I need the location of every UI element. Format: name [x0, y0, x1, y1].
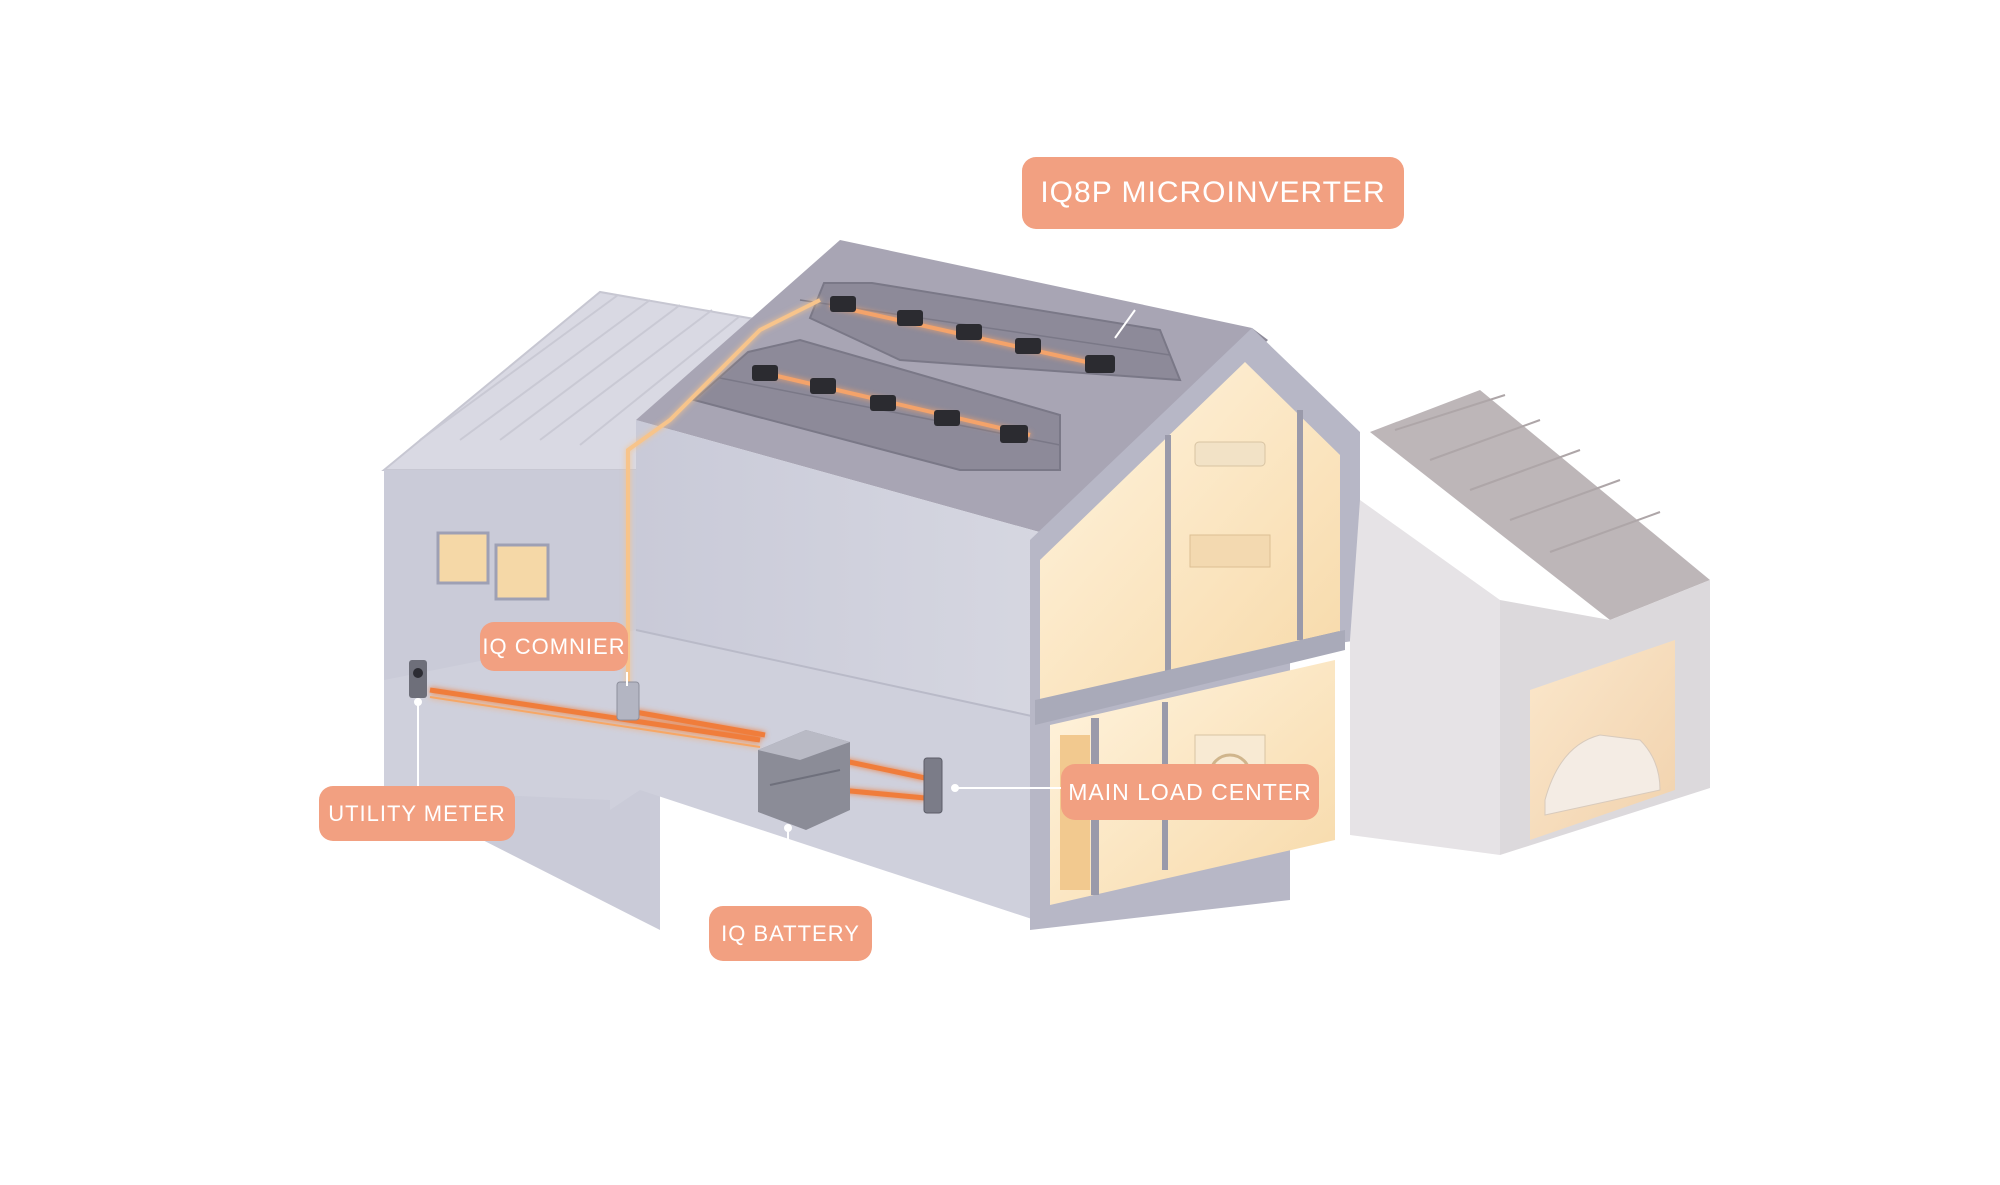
- utility-meter-device: [409, 660, 427, 698]
- microinverter-unit: [1000, 425, 1028, 443]
- comnier-device: [616, 681, 640, 721]
- microinverter-unit: [752, 365, 778, 381]
- microinverter-unit: [934, 410, 960, 426]
- main-wall-upper: [636, 420, 1050, 720]
- left-roof-seams: [419, 294, 741, 446]
- microinverter-unit: [956, 324, 982, 340]
- microinverter-unit: [1015, 338, 1041, 354]
- garage-roof: [1370, 390, 1710, 620]
- main-wall-lower: [384, 630, 1050, 925]
- garage: [1350, 390, 1710, 855]
- left-window-2: [494, 543, 550, 601]
- microinverters: [752, 296, 1115, 443]
- wall-ac-unit: [1194, 441, 1266, 467]
- battery-callout: IQ BATTERY: [709, 906, 872, 961]
- leader-lines: [414, 309, 1136, 910]
- main-house: [384, 240, 1360, 930]
- microinverter-unit: [830, 296, 856, 312]
- ac-wiring: [429, 687, 926, 801]
- battery-device: [758, 730, 850, 830]
- microinverter-unit: [1085, 355, 1115, 373]
- interior-cabinet: [1189, 534, 1271, 568]
- left-window-1: [436, 531, 490, 585]
- utility-meter-callout: UTILITY METER: [319, 786, 515, 841]
- garage-side-wall: [1350, 500, 1500, 855]
- comnier-callout: IQ COMNIER: [480, 622, 628, 671]
- load-center-device: [923, 757, 943, 814]
- main-load-center-callout: MAIN LOAD CENTER: [1061, 764, 1319, 820]
- microinverter-callout: IQ8P MICROINVERTER: [1022, 157, 1404, 229]
- car-silhouette: [1544, 734, 1661, 816]
- microinverter-unit: [870, 395, 896, 411]
- microinverter-unit: [810, 378, 836, 394]
- microinverter-unit: [897, 310, 923, 326]
